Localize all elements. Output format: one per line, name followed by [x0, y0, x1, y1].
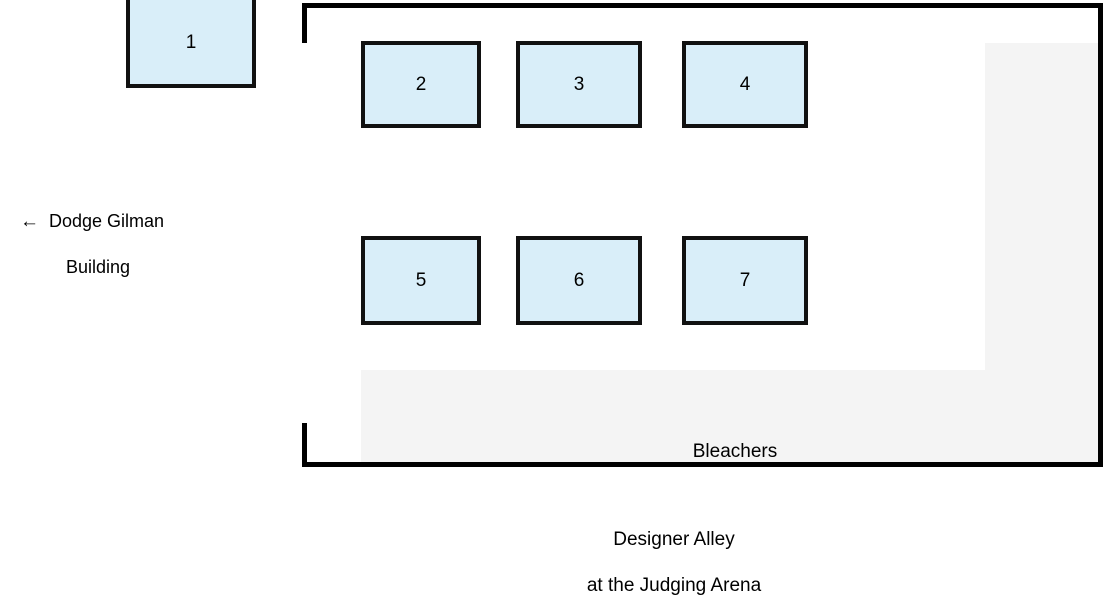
booth-box-2[interactable]: 2 [361, 41, 481, 128]
left-arrow-icon: ← [20, 211, 39, 232]
arena-wall-left-upper [302, 3, 307, 43]
map-caption-title: Designer Alley [613, 529, 735, 550]
booth-box-3[interactable]: 3 [516, 41, 642, 128]
arena-wall-bottom [302, 462, 1103, 467]
bleachers-bottom-section [361, 370, 1098, 462]
direction-note-destination: Dodge Gilman [49, 211, 165, 231]
booth-number-label: 6 [573, 270, 585, 291]
booth-number-label: 4 [739, 74, 751, 95]
booth-number-label: 3 [573, 74, 585, 95]
bleachers-label: Bleachers [692, 441, 778, 462]
booth-number-label: 5 [415, 270, 427, 291]
map-caption: Designer Alley at the Judging Arena [404, 530, 944, 595]
booth-box-4[interactable]: 4 [682, 41, 808, 128]
bleachers-right-section [985, 43, 1098, 371]
booth-number-label: 7 [739, 270, 751, 291]
direction-note: ← Dodge Gilman Building [20, 212, 240, 276]
booth-number-label: 2 [415, 74, 427, 95]
arena-wall-left-lower [302, 423, 307, 467]
booth-box-5[interactable]: 5 [361, 236, 481, 325]
direction-note-line-2: Building [66, 257, 131, 277]
arena-wall-right [1098, 3, 1103, 467]
direction-note-line-1: ← Dodge Gilman [20, 212, 240, 231]
booth-box-1[interactable]: 1 [126, 0, 256, 88]
booth-box-6[interactable]: 6 [516, 236, 642, 325]
map-caption-subtitle: at the Judging Arena [586, 575, 762, 596]
booth-box-7[interactable]: 7 [682, 236, 808, 325]
arena-wall-top [302, 3, 1103, 8]
booth-number-label: 1 [185, 31, 197, 53]
